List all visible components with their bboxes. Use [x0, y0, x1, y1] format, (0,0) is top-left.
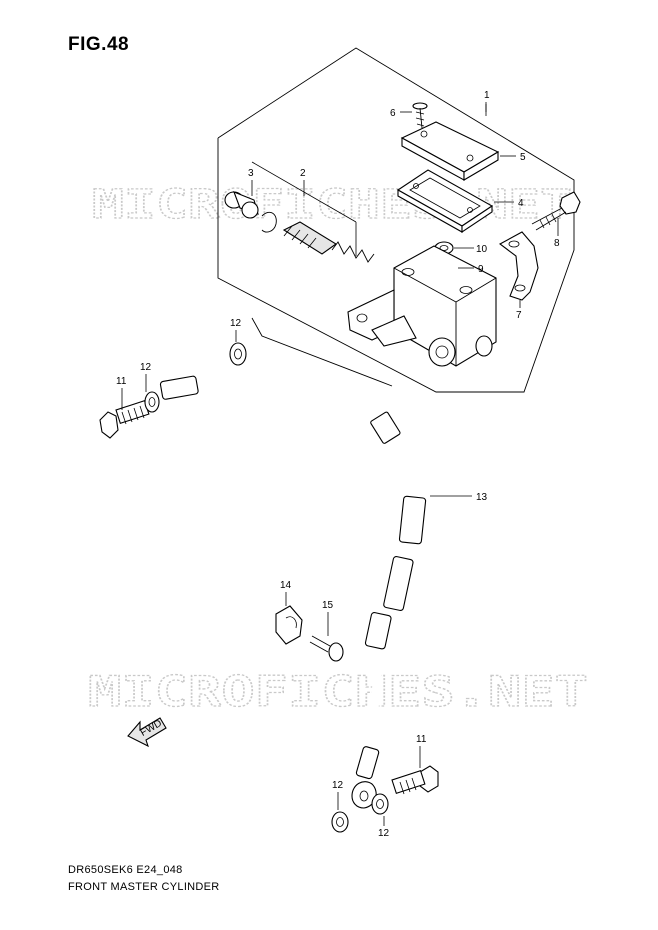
figure-title: FIG.48: [68, 34, 130, 55]
piston-kit-part-2-3: [224, 191, 375, 263]
reservoir-cap-part-5: [400, 121, 500, 181]
bolt-part-8: [531, 191, 581, 231]
callout-9: 9: [478, 264, 484, 275]
diaphragm-plate-part-4: [396, 169, 494, 234]
hose-clamp-part-14: [275, 605, 303, 645]
callout-12-mid: 12: [140, 362, 152, 373]
callout-leaders: [121, 102, 559, 826]
assembly-boundary: [217, 47, 575, 393]
callout-5: 5: [520, 152, 526, 163]
model-code: DR650SEK6 E24_048: [68, 864, 183, 876]
watermark-lower: MICROFICHES.NET: [88, 667, 588, 716]
callout-11-upper: 11: [116, 376, 127, 387]
callout-11-lower: 11: [416, 734, 427, 745]
brake-hose-part-13: [159, 375, 427, 809]
callout-12-lower-right: 12: [378, 828, 390, 839]
callout-7: 7: [516, 310, 522, 321]
callout-1: 1: [484, 90, 490, 101]
washer-part-12-mid: [144, 391, 160, 413]
screw-part-6: [412, 102, 428, 129]
washer-part-12-upper: [229, 342, 247, 366]
callout-2: 2: [300, 168, 306, 179]
callout-4: 4: [518, 198, 524, 209]
screw-part-15: [309, 635, 344, 662]
callout-3: 3: [248, 168, 254, 179]
callout-12-upper: 12: [230, 318, 242, 329]
callout-13: 13: [476, 492, 488, 503]
clamp-part-7: [498, 231, 539, 301]
washer-part-12-lower-right: [371, 793, 389, 815]
union-bolt-part-11-lower: [391, 765, 439, 795]
callout-12-lower-left: 12: [332, 780, 344, 791]
callout-8: 8: [554, 238, 560, 249]
washer-part-12-lower-left: [331, 811, 349, 833]
forward-direction-arrow: FWD: [127, 717, 167, 748]
watermark-upper: MICROFICHES.NET: [92, 182, 572, 228]
master-cylinder-body: [347, 245, 497, 367]
callout-10: 10: [476, 244, 488, 255]
section-title: FRONT MASTER CYLINDER: [68, 881, 220, 893]
assembly-boundary-extension: [251, 317, 393, 387]
union-bolt-part-11-upper: [99, 400, 150, 439]
callout-6: 6: [390, 108, 396, 119]
callout-15: 15: [322, 600, 334, 611]
callout-14: 14: [280, 580, 292, 591]
